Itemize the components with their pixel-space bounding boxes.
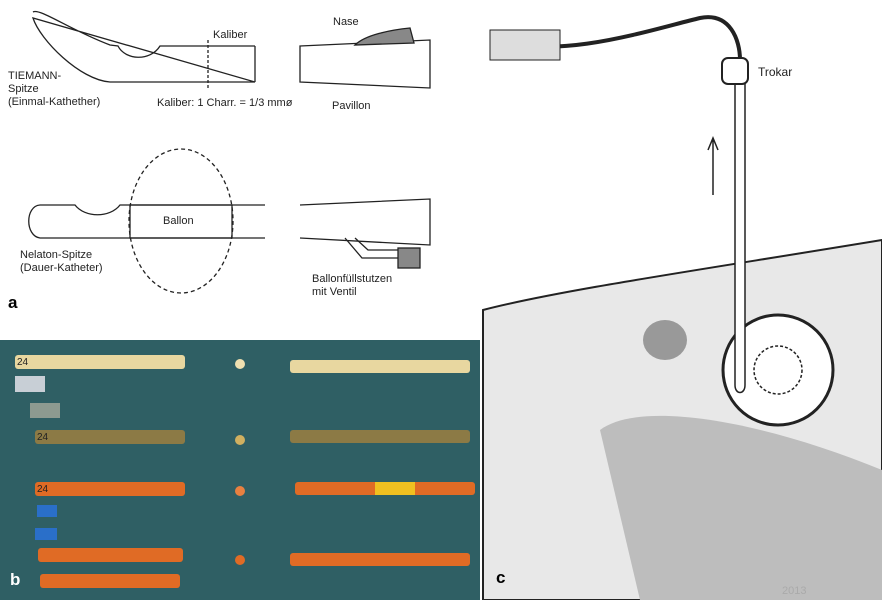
- panel-b-letter: b: [10, 570, 21, 589]
- watermark-year: 2013: [782, 585, 807, 597]
- nelaton-line-1: Nelaton-Spitze: [20, 249, 93, 261]
- size-label: 24: [37, 432, 49, 443]
- nelaton-line-2: (Dauer-Katheter): [20, 262, 103, 274]
- tiemann-label: TIEMANN- Spitze (Einmal-Kathether): [8, 70, 100, 109]
- pavillon-label: Pavillon: [332, 100, 371, 112]
- nelaton-catheter-drawing: [28, 148, 265, 294]
- ballonfuell-line-1: Ballonfüllstutzen: [312, 273, 393, 285]
- balloon-valve-drawing: [299, 198, 431, 269]
- ballon-label: Ballon: [163, 215, 194, 227]
- nelaton-label: Nelaton-Spitze (Dauer-Katheter): [20, 249, 103, 275]
- ballonfuell-label: Ballonfüllstutzen mit Ventil: [312, 273, 392, 299]
- panel-c-letter: c: [496, 568, 506, 587]
- tiemann-line-1: TIEMANN-: [8, 70, 62, 82]
- tiemann-line-2: Spitze: [8, 83, 39, 95]
- tiemann-catheter-drawing: [32, 10, 256, 88]
- size-label: 24: [17, 357, 29, 368]
- trokar-label: Trokar: [758, 65, 793, 79]
- panel-a-letter: a: [8, 293, 18, 312]
- ballonfuell-line-2: mit Ventil: [312, 286, 357, 298]
- pavillon-drawing: [299, 27, 431, 89]
- size-label: 24: [37, 484, 49, 495]
- catheters: [15, 355, 475, 588]
- suprapubic-anatomy-drawing: [482, 15, 882, 600]
- nase-label: Nase: [333, 16, 359, 28]
- kaliber-label: Kaliber: [213, 29, 248, 41]
- kaliber-note: Kaliber: 1 Charr. = 1/3 mmø: [157, 97, 293, 109]
- tiemann-line-3: (Einmal-Kathether): [8, 96, 101, 108]
